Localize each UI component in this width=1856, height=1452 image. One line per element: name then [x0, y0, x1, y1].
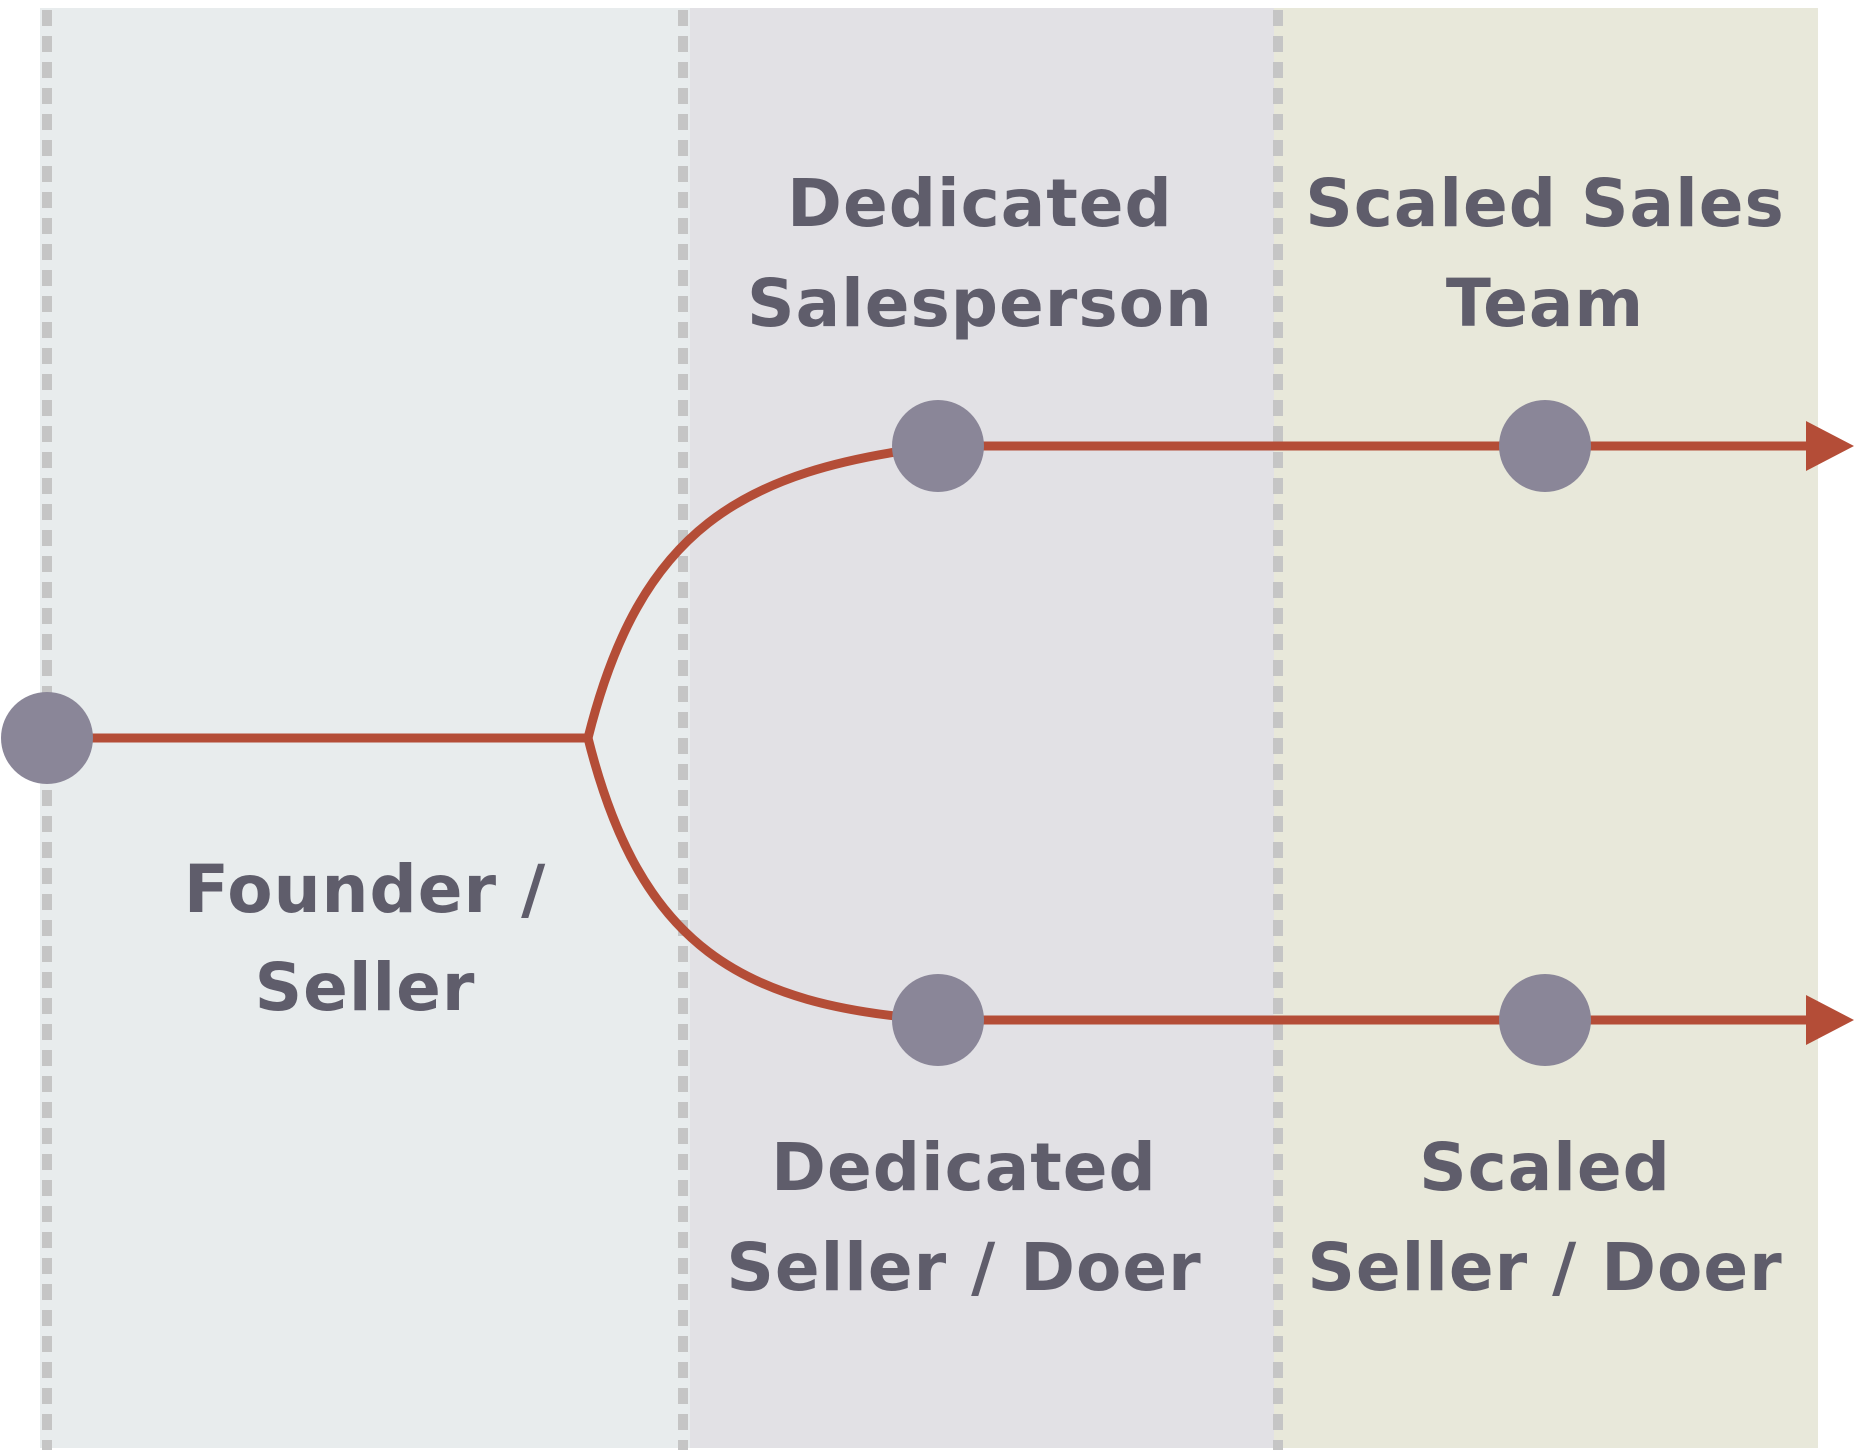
label-dedicated-salesperson-line1: Dedicated: [787, 165, 1173, 242]
node-founder: [1, 692, 93, 784]
label-scaled-seller-doer-line2: Seller / Doer: [1307, 1229, 1782, 1306]
label-dedicated-salesperson: Dedicated Salesperson: [747, 165, 1213, 342]
node-scaled-seller-doer: [1499, 974, 1591, 1066]
path-lines: [47, 441, 1808, 1025]
label-dedicated-seller-doer-line1: Dedicated: [771, 1129, 1157, 1206]
node-dedicated-salesperson: [892, 400, 984, 492]
path-branch-upper: [583, 441, 939, 740]
label-founder-seller: Founder / Seller: [184, 851, 546, 1026]
label-scaled-seller-doer-line1: Scaled: [1419, 1129, 1671, 1206]
path-branch-lower: [583, 736, 939, 1025]
arrowhead-lower: [1806, 995, 1854, 1045]
label-founder-line1: Founder /: [184, 851, 546, 928]
stage-scaled-panel: [1274, 8, 1818, 1448]
label-founder-line2: Seller: [255, 949, 476, 1026]
label-scaled-sales-team: Scaled Sales Team: [1305, 165, 1785, 342]
stage-dedicated-panel: [690, 8, 1274, 1448]
label-dedicated-salesperson-line2: Salesperson: [747, 265, 1213, 342]
arrowhead-upper: [1806, 421, 1854, 471]
label-dedicated-seller-doer: Dedicated Seller / Doer: [726, 1129, 1201, 1306]
label-dedicated-seller-doer-line2: Seller / Doer: [726, 1229, 1201, 1306]
label-scaled-seller-doer: Scaled Seller / Doer: [1307, 1129, 1782, 1306]
label-scaled-sales-team-line1: Scaled Sales: [1305, 165, 1785, 242]
label-scaled-sales-team-line2: Team: [1446, 265, 1644, 342]
node-dedicated-seller-doer: [892, 974, 984, 1066]
node-scaled-sales-team: [1499, 400, 1591, 492]
stage-founder-panel: [40, 8, 690, 1448]
